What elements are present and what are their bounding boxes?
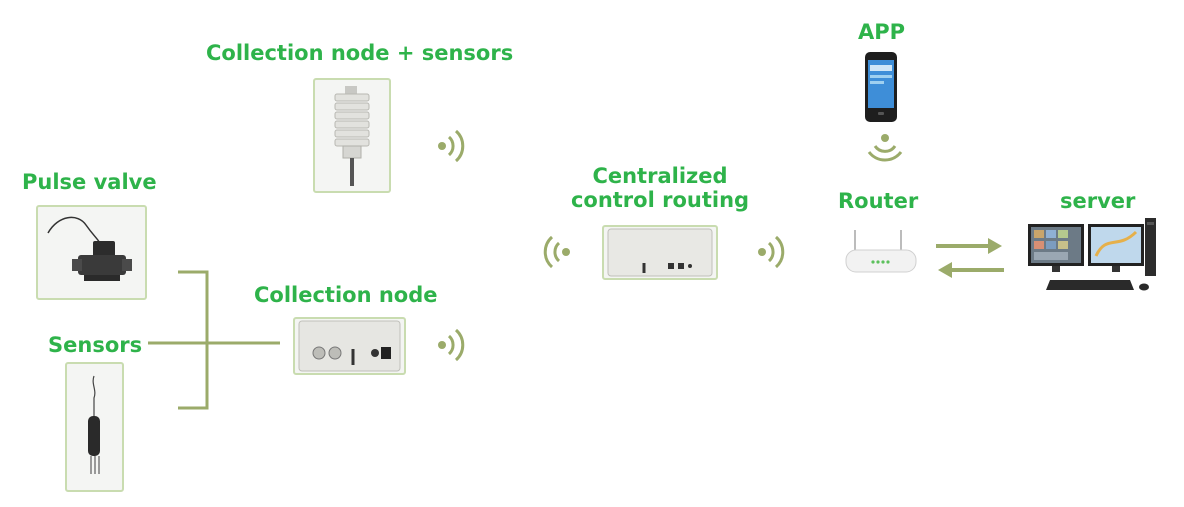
wireless-signal-icon bbox=[867, 134, 903, 162]
sensors-card bbox=[65, 362, 124, 492]
label-server: server bbox=[1060, 189, 1136, 213]
collection-node-box-icon bbox=[298, 320, 401, 372]
collection-node-sensors-card bbox=[313, 78, 391, 193]
server-workstation-icon bbox=[1028, 218, 1156, 291]
label-sensors: Sensors bbox=[48, 333, 143, 357]
wireless-signal-icon bbox=[758, 235, 785, 269]
wireless-signal-icon bbox=[438, 328, 465, 362]
router-icon bbox=[845, 230, 917, 273]
wireless-signal-icon bbox=[543, 235, 570, 269]
label-collection-node: Collection node bbox=[254, 283, 438, 307]
label-centralized-line1: Centralized bbox=[592, 164, 728, 188]
soil-probe-icon bbox=[88, 375, 100, 474]
collection-node-card bbox=[293, 317, 406, 375]
pulse-valve-card bbox=[36, 205, 147, 300]
bidirectional-arrows-icon bbox=[936, 238, 1004, 278]
label-app: APP bbox=[858, 20, 906, 44]
phone-icon bbox=[865, 52, 897, 122]
weather-shield-sensor-icon bbox=[334, 86, 370, 186]
centralized-control-card bbox=[602, 225, 718, 280]
label-centralized-control-routing: Centralized control routing bbox=[560, 164, 760, 212]
pulse-valve-icon bbox=[47, 216, 132, 281]
label-collection-node-sensors: Collection node + sensors bbox=[206, 41, 514, 65]
wireless-signal-icon bbox=[438, 129, 465, 163]
label-centralized-line2: control routing bbox=[570, 188, 750, 213]
label-pulse-valve: Pulse valve bbox=[22, 170, 157, 194]
central-router-box-icon bbox=[607, 228, 713, 277]
label-router: Router bbox=[838, 189, 919, 213]
